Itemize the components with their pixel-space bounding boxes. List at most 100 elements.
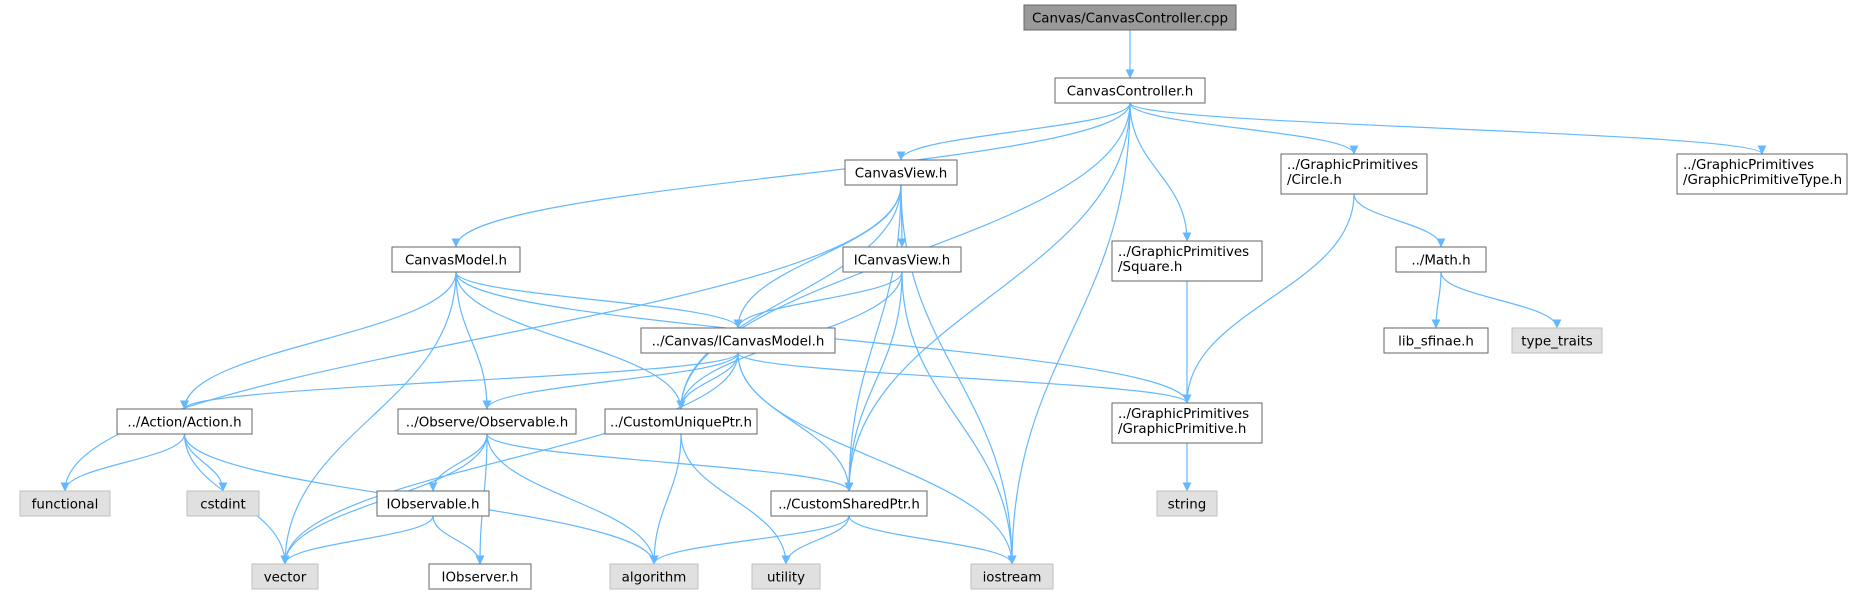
node-functional[interactable]: functional <box>19 490 111 517</box>
node-box <box>186 490 260 517</box>
edge-layer <box>60 29 1767 565</box>
node-gp-primitive-h[interactable]: ../GraphicPrimitives/GraphicPrimitive.h <box>1111 402 1263 444</box>
node-label: ../Observe/Observable.h <box>406 416 569 431</box>
node-label: type_traits <box>1521 335 1593 350</box>
edge-icanvasview-h-to-iostream <box>901 271 1017 565</box>
edge-canvasview-h-to-functional <box>60 184 902 492</box>
node-label: CanvasController.h <box>1067 85 1194 100</box>
edge-canvascontroller-h-to-gp-circle-h <box>1129 102 1359 155</box>
node-canvasview-h[interactable]: CanvasView.h <box>844 159 958 186</box>
node-observable-h[interactable]: ../Observe/Observable.h <box>397 408 577 435</box>
node-vector[interactable]: vector <box>251 563 319 590</box>
node-label: iostream <box>983 571 1042 586</box>
node-box <box>251 563 319 590</box>
edge-canvasmodel-h-to-icanvasmodel-h <box>455 271 743 329</box>
node-box <box>391 246 521 273</box>
node-iobservable-h[interactable]: IObservable.h <box>376 490 490 517</box>
node-box <box>1676 153 1848 195</box>
node-customuniqueptr-h[interactable]: ../CustomUniquePtr.h <box>604 408 758 435</box>
edge-icanvasmodel-h-to-action-h <box>180 352 739 410</box>
node-label: vector <box>264 571 307 586</box>
node-layer: Canvas/CanvasController.cppCanvasControl… <box>19 4 1848 590</box>
edge-canvascontroller-h-to-iostream <box>1007 102 1131 565</box>
edge-canvasmodel-h-to-action-h <box>180 271 457 410</box>
node-iobserver-h[interactable]: IObserver.h <box>428 563 532 590</box>
node-label: ../GraphicPrimitives <box>1118 407 1249 422</box>
node-box <box>1395 246 1487 273</box>
edge-iobservable-h-to-iobserver-h <box>432 515 485 565</box>
edge-action-h-to-cstdint <box>183 433 228 492</box>
node-label: IObserver.h <box>442 571 519 586</box>
node-label: ../Math.h <box>1411 254 1470 269</box>
node-gp-type-h[interactable]: ../GraphicPrimitives/GraphicPrimitiveTyp… <box>1676 153 1848 195</box>
edge-icanvasview-h-to-customsharedptr-h <box>844 271 903 492</box>
edge-canvascontroller-h-to-canvasmodel-h <box>451 102 1131 248</box>
node-label: /GraphicPrimitiveType.h <box>1683 173 1842 188</box>
node-canvascontroller-cpp[interactable]: Canvas/CanvasController.cpp <box>1023 4 1237 31</box>
node-type-traits[interactable]: type_traits <box>1511 327 1603 354</box>
node-icanvasview-h[interactable]: ICanvasView.h <box>842 246 962 273</box>
node-box <box>1054 77 1206 104</box>
node-canvascontroller-h[interactable]: CanvasController.h <box>1054 77 1206 104</box>
node-box <box>428 563 532 590</box>
edge-observable-h-to-iobservable-h <box>428 433 488 492</box>
edge-customsharedptr-h-to-utility <box>781 515 850 565</box>
edge-math-h-to-lib-sfinae-h <box>1431 271 1442 329</box>
node-icanvasmodel-h[interactable]: ../Canvas/ICanvasModel.h <box>640 327 836 354</box>
node-label: ../CustomSharedPtr.h <box>778 498 920 513</box>
node-box <box>116 408 253 435</box>
node-action-h[interactable]: ../Action/Action.h <box>116 408 253 435</box>
node-box <box>640 327 836 354</box>
node-box <box>770 490 928 517</box>
node-label: CanvasView.h <box>855 167 947 182</box>
node-box <box>1023 4 1237 31</box>
node-string[interactable]: string <box>1156 490 1218 517</box>
edge-canvasmodel-h-to-vector <box>280 271 457 565</box>
node-box <box>970 563 1054 590</box>
node-math-h[interactable]: ../Math.h <box>1395 246 1487 273</box>
node-cstdint[interactable]: cstdint <box>186 490 260 517</box>
node-box <box>376 490 490 517</box>
edge-canvascontroller-h-to-gp-square-h <box>1129 102 1192 242</box>
edge-icanvasmodel-h-to-customuniqueptr-h <box>676 352 739 410</box>
node-box <box>1383 327 1489 354</box>
edge-customuniqueptr-h-to-utility <box>680 433 791 565</box>
edge-gp-circle-h-to-math-h <box>1353 193 1446 248</box>
node-label: ../CustomUniquePtr.h <box>610 416 752 431</box>
edge-observable-h-to-customsharedptr-h <box>486 433 854 492</box>
edge-icanvasmodel-h-to-iostream <box>737 352 1017 565</box>
node-box <box>1111 240 1263 282</box>
edge-gp-circle-h-to-gp-primitive-h <box>1182 193 1355 404</box>
edge-canvasmodel-h-to-customuniqueptr-h <box>455 271 686 410</box>
node-label: ../Canvas/ICanvasModel.h <box>652 335 825 350</box>
node-box <box>609 563 699 590</box>
node-lib-sfinae-h[interactable]: lib_sfinae.h <box>1383 327 1489 354</box>
node-label: /Circle.h <box>1287 173 1342 188</box>
node-label: /GraphicPrimitive.h <box>1118 422 1246 437</box>
node-label: functional <box>32 498 99 513</box>
node-utility[interactable]: utility <box>751 563 821 590</box>
node-gp-circle-h[interactable]: ../GraphicPrimitives/Circle.h <box>1280 153 1428 195</box>
node-gp-square-h[interactable]: ../GraphicPrimitives/Square.h <box>1111 240 1263 282</box>
node-algorithm[interactable]: algorithm <box>609 563 699 590</box>
edge-iobservable-h-to-vector <box>280 515 434 565</box>
node-customsharedptr-h[interactable]: ../CustomSharedPtr.h <box>770 490 928 517</box>
node-label: ICanvasView.h <box>854 254 950 269</box>
edge-observable-h-to-algorithm <box>486 433 659 565</box>
node-canvasmodel-h[interactable]: CanvasModel.h <box>391 246 521 273</box>
edge-canvasview-h-to-customuniqueptr-h <box>676 184 902 410</box>
node-box <box>1280 153 1428 195</box>
node-label: ../GraphicPrimitives <box>1118 245 1249 260</box>
node-box <box>842 246 962 273</box>
node-box <box>1111 402 1263 444</box>
node-iostream[interactable]: iostream <box>970 563 1054 590</box>
edge-canvascontroller-h-to-gp-type-h <box>1129 102 1767 155</box>
edge-canvascontroller-h-to-customsharedptr-h <box>844 102 1131 492</box>
node-label: Canvas/CanvasController.cpp <box>1032 12 1228 27</box>
node-label: IObservable.h <box>386 498 479 513</box>
node-label: utility <box>767 571 805 586</box>
node-label: ../Action/Action.h <box>127 416 241 431</box>
edge-icanvasmodel-h-to-vector <box>280 352 739 565</box>
edge-action-h-to-functional <box>60 433 186 492</box>
